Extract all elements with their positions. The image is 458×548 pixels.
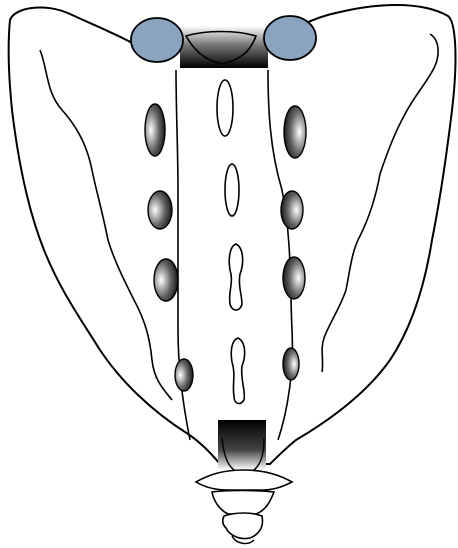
left-sacral-foramen-2 — [148, 191, 172, 229]
coccyx-segment-2 — [212, 491, 274, 515]
right-sacral-foramen-2 — [281, 191, 303, 229]
median-crest-tubercle-2 — [225, 164, 239, 216]
right-sacral-foramen-1 — [284, 106, 306, 158]
right-sacral-foramen-3 — [283, 257, 305, 299]
median-crest-tubercle-1 — [217, 80, 233, 136]
right-superior-articular-facet — [264, 16, 316, 60]
coccyx-segment-1 — [196, 470, 292, 490]
left-sacral-foramen-4 — [175, 359, 193, 391]
left-sacral-foramen-1 — [145, 104, 165, 156]
coccyx-segment-3 — [223, 513, 263, 539]
sacrum-body-outline — [9, 5, 456, 464]
left-sacral-foramen-3 — [154, 259, 178, 301]
right-sacral-foramen-4 — [283, 348, 299, 380]
left-superior-articular-facet — [131, 18, 183, 62]
